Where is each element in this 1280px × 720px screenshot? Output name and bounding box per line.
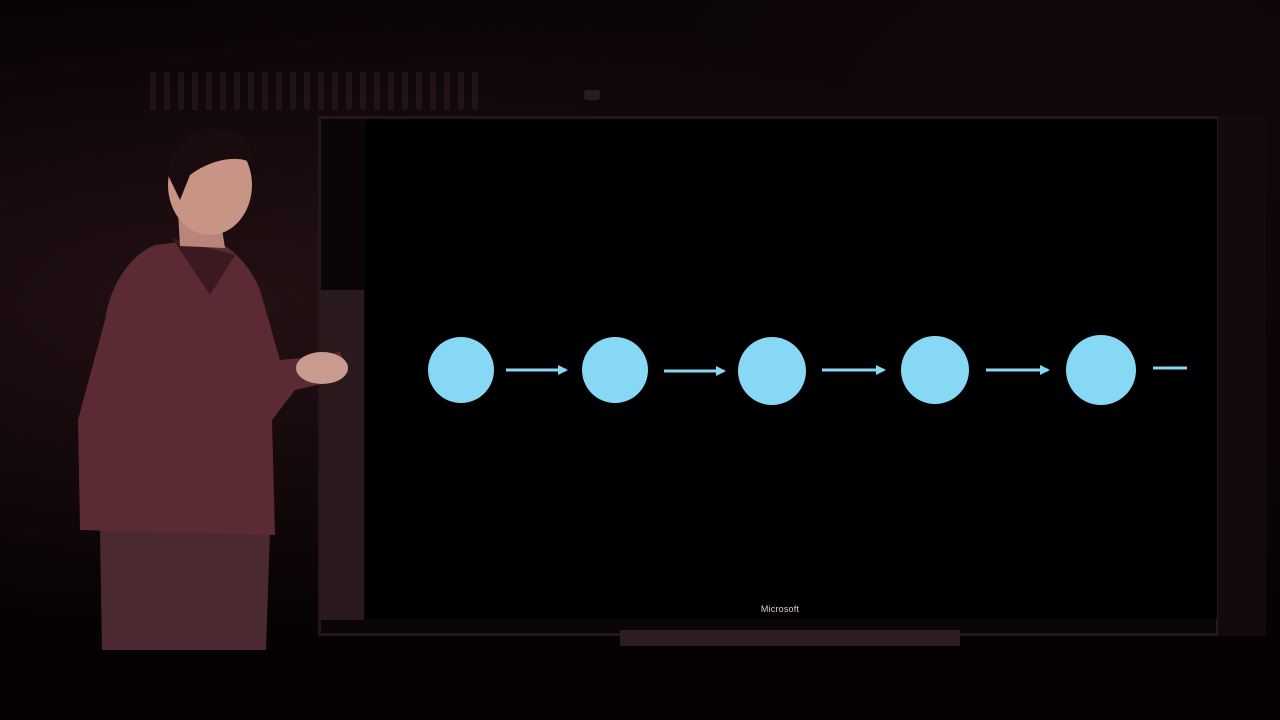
ceiling-fixture bbox=[150, 72, 480, 110]
right-stand-panel bbox=[1216, 116, 1266, 636]
list-node bbox=[901, 336, 969, 404]
list-node bbox=[582, 337, 648, 403]
presenter-collar bbox=[172, 238, 235, 295]
presenter-hair bbox=[168, 128, 252, 200]
list-node bbox=[1066, 335, 1136, 405]
presenter bbox=[78, 128, 360, 650]
ceiling-camera bbox=[584, 90, 600, 100]
presenter-pants bbox=[100, 530, 270, 650]
left-stand-panel bbox=[320, 290, 364, 620]
list-node bbox=[428, 337, 494, 403]
brand-label: Microsoft bbox=[760, 604, 800, 614]
presenter-sweater bbox=[78, 238, 345, 535]
list-node bbox=[738, 337, 806, 405]
presenter-hands bbox=[296, 352, 348, 384]
display-base bbox=[620, 630, 960, 646]
clicker-icon bbox=[342, 347, 360, 359]
